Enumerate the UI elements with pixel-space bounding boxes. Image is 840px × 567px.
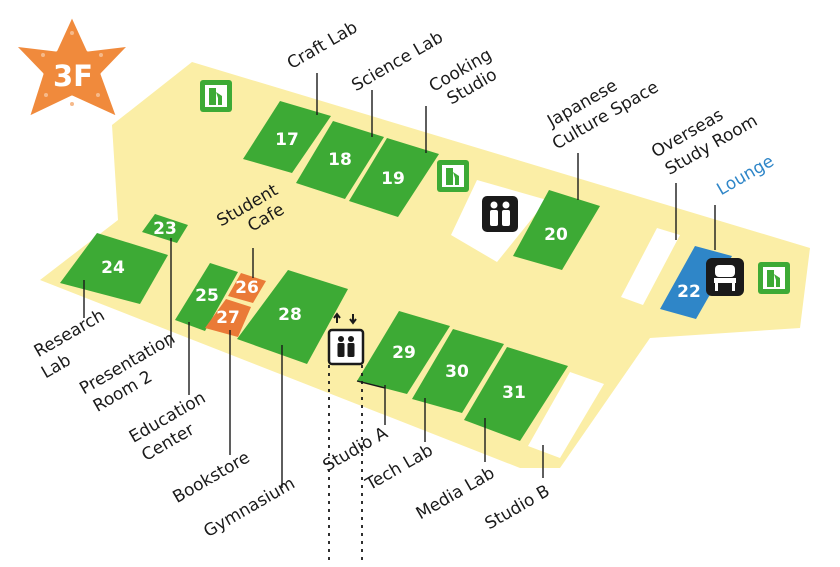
leader-lines — [83, 73, 716, 488]
label-studio-b: Studio B — [482, 481, 554, 534]
room-number: 30 — [445, 362, 469, 382]
badge-dots — [41, 31, 103, 106]
room-number: 18 — [328, 150, 352, 170]
floor-badge: 3F — [12, 13, 132, 120]
floor-label: 3F — [53, 59, 93, 93]
service-area-studio-b — [528, 372, 604, 458]
room-number: 22 — [677, 282, 701, 302]
star-badge-icon — [12, 13, 132, 120]
svg-text:Research: Research — [31, 306, 109, 362]
room-number: 20 — [544, 225, 568, 245]
emergency-exit-icon — [437, 160, 469, 192]
service-area-east — [621, 228, 680, 305]
room-20[interactable]: 20 — [513, 190, 600, 270]
label-bookstore: Bookstore — [170, 448, 254, 508]
room-number: 28 — [278, 305, 302, 325]
room-24[interactable]: 24 — [60, 233, 168, 304]
room-30[interactable]: 30 — [412, 329, 504, 413]
room-25[interactable]: 25 — [175, 263, 238, 331]
room-number: 25 — [195, 286, 219, 306]
label-craft-lab: Craft Lab — [284, 18, 361, 74]
floor-plate — [40, 62, 810, 468]
room-29[interactable]: 29 — [357, 311, 450, 394]
emergency-exit-icon — [200, 80, 232, 112]
room-23[interactable]: 23 — [142, 214, 188, 243]
restroom-icon — [482, 196, 518, 232]
room-18[interactable]: 18 — [296, 121, 384, 199]
room-31[interactable]: 31 — [464, 347, 568, 441]
room-number: 23 — [153, 219, 177, 239]
room-number: 26 — [235, 278, 259, 298]
room-number: 17 — [275, 130, 299, 150]
room-28[interactable]: 28 — [237, 270, 348, 364]
emergency-exit-icon — [758, 262, 790, 294]
room-17[interactable]: 17 — [243, 101, 331, 173]
room-number: 24 — [101, 258, 125, 278]
room-number: 31 — [502, 383, 526, 403]
elevator-icon — [327, 312, 365, 366]
lounge-chair-icon — [706, 258, 744, 296]
label-lounge: Lounge — [713, 151, 777, 200]
label-education-center: Education Center — [126, 388, 209, 466]
room-26[interactable]: 26 — [228, 273, 266, 303]
room-number: 19 — [381, 169, 405, 189]
label-japanese-culture-space: Japanese Culture Space — [543, 76, 662, 154]
room-number: 27 — [216, 308, 240, 328]
room-19[interactable]: 19 — [349, 138, 439, 217]
label-cooking-studio: Cooking Studio — [426, 45, 501, 109]
room-number: 29 — [392, 343, 416, 363]
room-27[interactable]: 27 — [205, 299, 251, 337]
